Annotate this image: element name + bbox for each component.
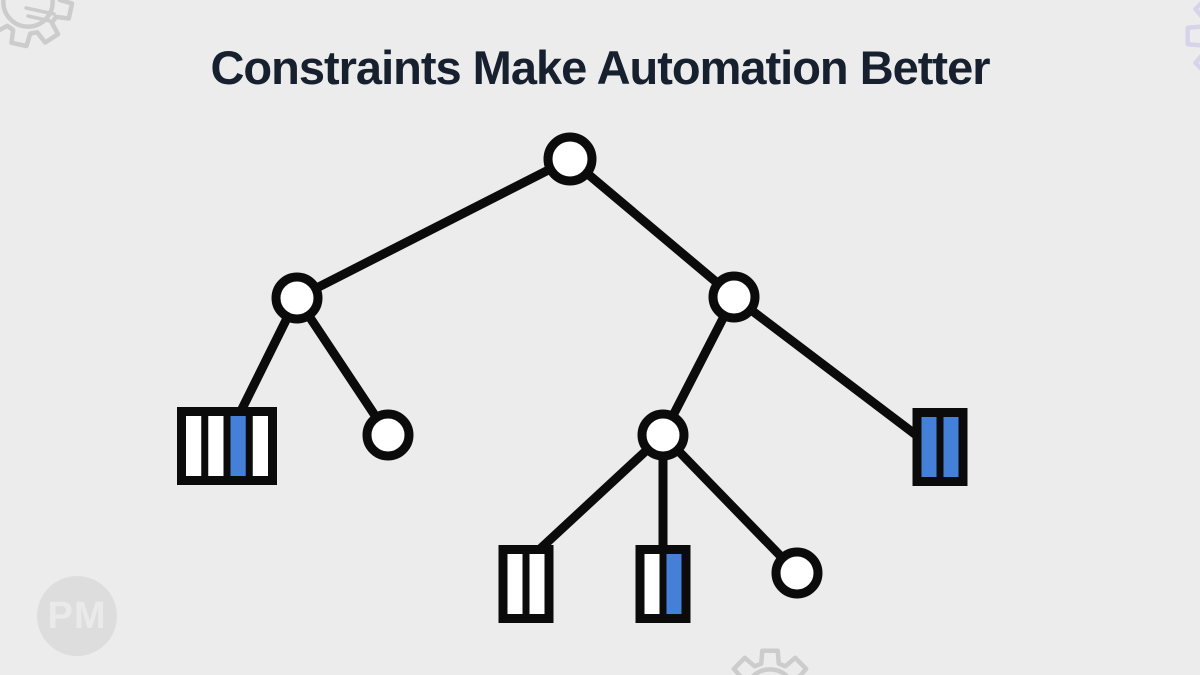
bar-white — [507, 554, 523, 614]
bar-white — [208, 416, 224, 476]
pm-logo-text: PM — [47, 594, 107, 637]
tree-edge — [658, 292, 739, 440]
gear-icon — [0, 0, 75, 49]
tree-node-circle-right — [708, 271, 760, 323]
tree-node-circle-root — [543, 132, 597, 186]
bars-frame — [912, 408, 968, 486]
tree-node-bars-mid-mid — [635, 545, 691, 623]
tree-node-circle-left-right — [362, 409, 414, 461]
tree-edge — [292, 154, 575, 303]
diagram-title: Constraints Make Automation Better — [210, 41, 990, 94]
tree-node-bars-mid-left — [498, 545, 554, 623]
bars-frame — [498, 545, 554, 623]
bar-blue — [230, 416, 246, 476]
tree-node-circle-left — [271, 272, 323, 324]
tree-node-circle-mid-right — [771, 547, 823, 599]
gear-icon — [1185, 1, 1200, 71]
tree-edge — [292, 293, 393, 440]
bar-blue — [943, 417, 959, 477]
tree-edge — [729, 292, 929, 446]
bar-white — [529, 554, 545, 614]
bars-frame — [635, 545, 691, 623]
bar-blue — [921, 417, 937, 477]
pm-logo-watermark: PM — [37, 576, 117, 656]
bar-white — [186, 416, 202, 476]
tree-node-bars-right-right — [912, 408, 968, 486]
bar-white — [252, 416, 268, 476]
bar-blue — [666, 554, 682, 614]
tree-edge — [535, 430, 668, 554]
tree-edge — [565, 154, 739, 302]
bar-white — [644, 554, 660, 614]
tree-node-bars-left-left — [177, 407, 277, 485]
tree-edge — [658, 430, 802, 578]
gear-icon — [731, 648, 809, 675]
tree-node-circle-mid — [637, 409, 689, 461]
